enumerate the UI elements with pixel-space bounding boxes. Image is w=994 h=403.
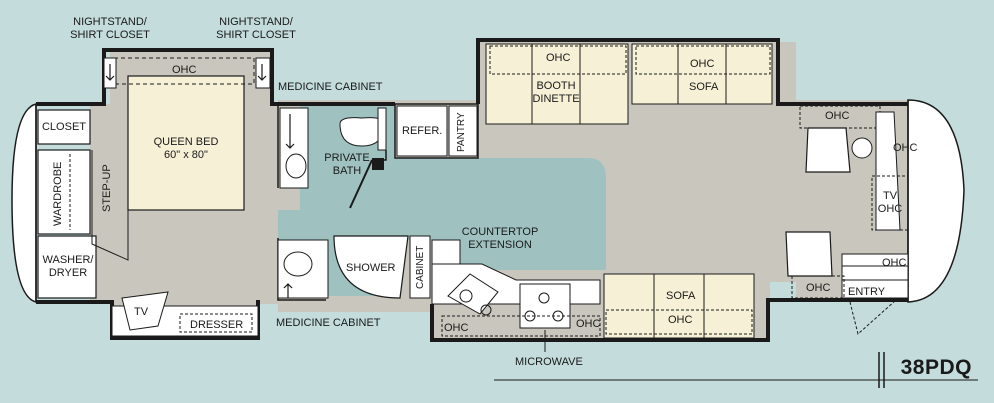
label-step-up: STEP-UP (101, 164, 113, 212)
cabinet-shape (409, 235, 431, 299)
bath-door (349, 159, 373, 209)
entry-steps (841, 253, 909, 299)
sofa-bottom (603, 273, 755, 339)
toilet-tank (377, 107, 387, 151)
label-cab-ohc-right: OHC (893, 142, 918, 154)
sink-bottom (283, 251, 313, 277)
dinette-ohc-outline (489, 45, 627, 75)
nightstand-right-arrow (257, 64, 267, 81)
label-sofa-top: SOFA (689, 81, 719, 93)
label-entry-ohc: OHC (882, 257, 907, 269)
cooktop (519, 283, 571, 329)
shower-shape (333, 235, 409, 299)
tv-ohc-outline (871, 175, 909, 231)
steering-wheel (851, 137, 873, 159)
rear-storage (37, 109, 97, 299)
label-cabinet: CABINET (415, 245, 426, 289)
galley-ohc-outline (441, 315, 601, 337)
label-pantry: PANTRY (456, 112, 467, 152)
label-booth-ohc: OHC (546, 52, 571, 64)
label-entry: ENTRY (848, 286, 886, 298)
burner (538, 292, 550, 304)
label-medicine-cabinet-bottom: MEDICINE CABINET (276, 317, 381, 329)
label-nightstand-left: NIGHTSTAND/SHIRT CLOSET (70, 16, 150, 41)
nightstand-right (255, 57, 271, 89)
label-sofa-bottom: SOFA (666, 290, 696, 302)
label-entry-ohc-left: OHC (806, 282, 831, 294)
model-number: 38PDQ (900, 356, 972, 379)
countertop-ext-shape (431, 239, 461, 265)
queen-bed-shape (127, 75, 245, 211)
label-shower: SHOWER (346, 262, 396, 274)
label-closet: CLOSET (41, 121, 86, 133)
sofa-top-ohc-outline (635, 45, 771, 75)
dresser-dashed (179, 313, 253, 333)
label-galley-ohc-left: OHC (444, 322, 469, 334)
door-post (372, 158, 384, 170)
label-bed-ohc: OHC (172, 64, 197, 76)
toilet (339, 117, 385, 147)
nightstand-left-arrow (105, 64, 115, 81)
entry-ohc-outline (791, 275, 845, 299)
label-sofa-bottom-ohc: OHC (668, 314, 693, 326)
walls (36, 38, 908, 342)
sink-top (285, 153, 307, 179)
sofa-bottom-ohc-outline (605, 309, 753, 335)
label-dresser: DRESSER (190, 319, 244, 331)
entry-door-swing (849, 299, 897, 335)
rear-cap (11, 103, 37, 303)
refrigerator (396, 105, 448, 157)
dinette (485, 43, 629, 125)
label-medicine-cabinet-top: MEDICINE CABINET (278, 81, 383, 93)
label-refer: REFER. (402, 125, 443, 137)
med-cab-top-arrow (285, 114, 295, 149)
label-microwave: MICROWAVE (515, 356, 583, 368)
label-washer-dryer: WASHER/DRYER (42, 254, 94, 279)
galley-sink (447, 273, 499, 315)
label-galley-ohc-right: OHC (576, 318, 601, 330)
tv-swivel-shape (121, 291, 169, 331)
label-sofa-top-ohc: OHC (690, 58, 715, 70)
label-nightstand-right: NIGHTSTAND/SHIRT CLOSET (216, 16, 296, 41)
passenger-seat (785, 231, 833, 277)
front-cap (907, 99, 965, 303)
driver-seat (805, 127, 851, 173)
label-wardrobe: WARDROBE (52, 161, 64, 226)
step-up-edge (91, 150, 129, 261)
label-tv-bedroom: TV (134, 306, 149, 318)
med-cab-bottom-arrow (283, 283, 293, 298)
label-cab-ohc-top: OHC (825, 110, 850, 122)
pantry-shape (448, 105, 478, 157)
